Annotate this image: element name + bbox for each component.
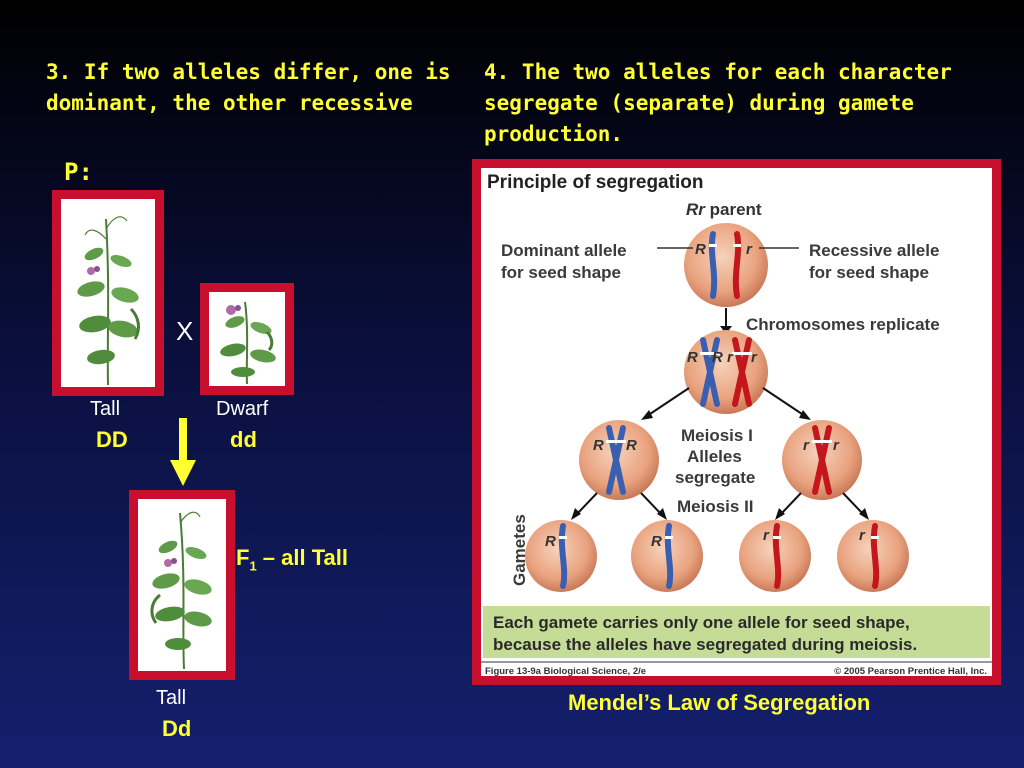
dwarf-plant-illustration xyxy=(220,301,276,385)
meiosis1-allele-R1: R xyxy=(593,437,604,454)
dwarf-parent-phenotype: Dwarf xyxy=(216,398,269,420)
parent-allele-R: R xyxy=(695,241,706,258)
parent-cell-word: parent xyxy=(705,200,762,219)
f1-tall-plant-illustration xyxy=(150,511,212,670)
parent-recessive-chromosome xyxy=(732,231,742,299)
recessive-allele-label-line1: Recessive allele xyxy=(809,241,939,260)
gamete-allele-R1: R xyxy=(545,533,556,550)
cross-symbol: X xyxy=(176,316,194,346)
replicated-dominant-chromosomes xyxy=(700,337,720,407)
replicated-allele-r1: r xyxy=(727,349,734,366)
replicated-recessive-chromosomes xyxy=(732,337,752,407)
f1-label: F1 – all Tall xyxy=(236,545,348,573)
f1-genotype: Dd xyxy=(162,716,192,741)
gamete-allele-R2: R xyxy=(651,533,662,550)
parent-cell-genotype: Rr xyxy=(686,200,706,219)
parent-cell-label: Rr parent xyxy=(686,200,762,219)
figure-caption: Mendel’s Law of Segregation xyxy=(568,690,871,715)
meiosis1-allele-R2: R xyxy=(626,437,637,454)
gametes-label: Gametes xyxy=(510,514,529,586)
alleles-label: Alleles xyxy=(687,447,742,466)
f1-phenotype: Tall xyxy=(156,687,187,709)
down-arrow-icon xyxy=(170,418,196,486)
meiosis1-allele-r1: r xyxy=(803,437,810,454)
f1-subscript: 1 xyxy=(249,558,257,574)
tall-parent-genotype: DD xyxy=(96,427,128,452)
replicated-cell xyxy=(684,330,768,414)
meiosis1-dominant-chromosomes xyxy=(606,425,626,495)
summary-line1: Each gamete carries only one allele for … xyxy=(493,613,910,632)
figure-title: Principle of segregation xyxy=(487,172,703,193)
tall-parent-frame xyxy=(52,190,164,396)
figure-credit-right: © 2005 Pearson Prentice Hall, Inc. xyxy=(834,666,987,676)
segregation-figure-frame: Principle of segregation Rr parent R r D… xyxy=(472,159,1001,685)
tall-plant-illustration xyxy=(77,216,140,386)
meiosis1-recessive-chromosomes xyxy=(812,425,832,495)
replicated-allele-r2: r xyxy=(751,349,758,366)
meiosis1-label: Meiosis I xyxy=(681,426,753,445)
gamete-allele-r1: r xyxy=(763,527,770,544)
segregate-label: segregate xyxy=(675,468,755,487)
left-heading: 3. If two alleles differ, one is dominan… xyxy=(46,60,451,115)
summary-line2: because the alleles have segregated duri… xyxy=(493,635,917,654)
dwarf-parent-genotype: dd xyxy=(230,427,257,452)
meiosis1-allele-r2: r xyxy=(833,437,840,454)
dominant-allele-label-line1: Dominant allele xyxy=(501,241,627,260)
tall-parent-phenotype: Tall xyxy=(90,398,121,420)
gamete-allele-r2: r xyxy=(859,527,866,544)
right-heading: 4. The two alleles for each character se… xyxy=(484,60,952,146)
recessive-allele-label-line2: for seed shape xyxy=(809,263,929,282)
parent-generation-label: P: xyxy=(64,158,93,186)
figure-credit-left: Figure 13-9a Biological Science, 2/e xyxy=(485,666,646,676)
segregation-figure: Principle of segregation Rr parent R r D… xyxy=(481,172,992,676)
replicate-label: Chromosomes replicate xyxy=(746,315,940,334)
replicated-allele-R1: R xyxy=(687,349,698,366)
f1-plant-frame xyxy=(129,490,235,680)
dominant-allele-label-line2: for seed shape xyxy=(501,263,621,282)
parent-dominant-chromosome xyxy=(708,231,718,299)
parent-cell xyxy=(684,223,768,307)
dwarf-parent-frame xyxy=(200,283,294,395)
f1-description: – all Tall xyxy=(256,545,348,570)
replicated-allele-R2: R xyxy=(712,349,723,366)
f1-letter: F xyxy=(236,545,250,570)
summary-band xyxy=(483,606,990,658)
meiosis2-label: Meiosis II xyxy=(677,497,754,516)
parent-allele-r: r xyxy=(746,241,753,258)
